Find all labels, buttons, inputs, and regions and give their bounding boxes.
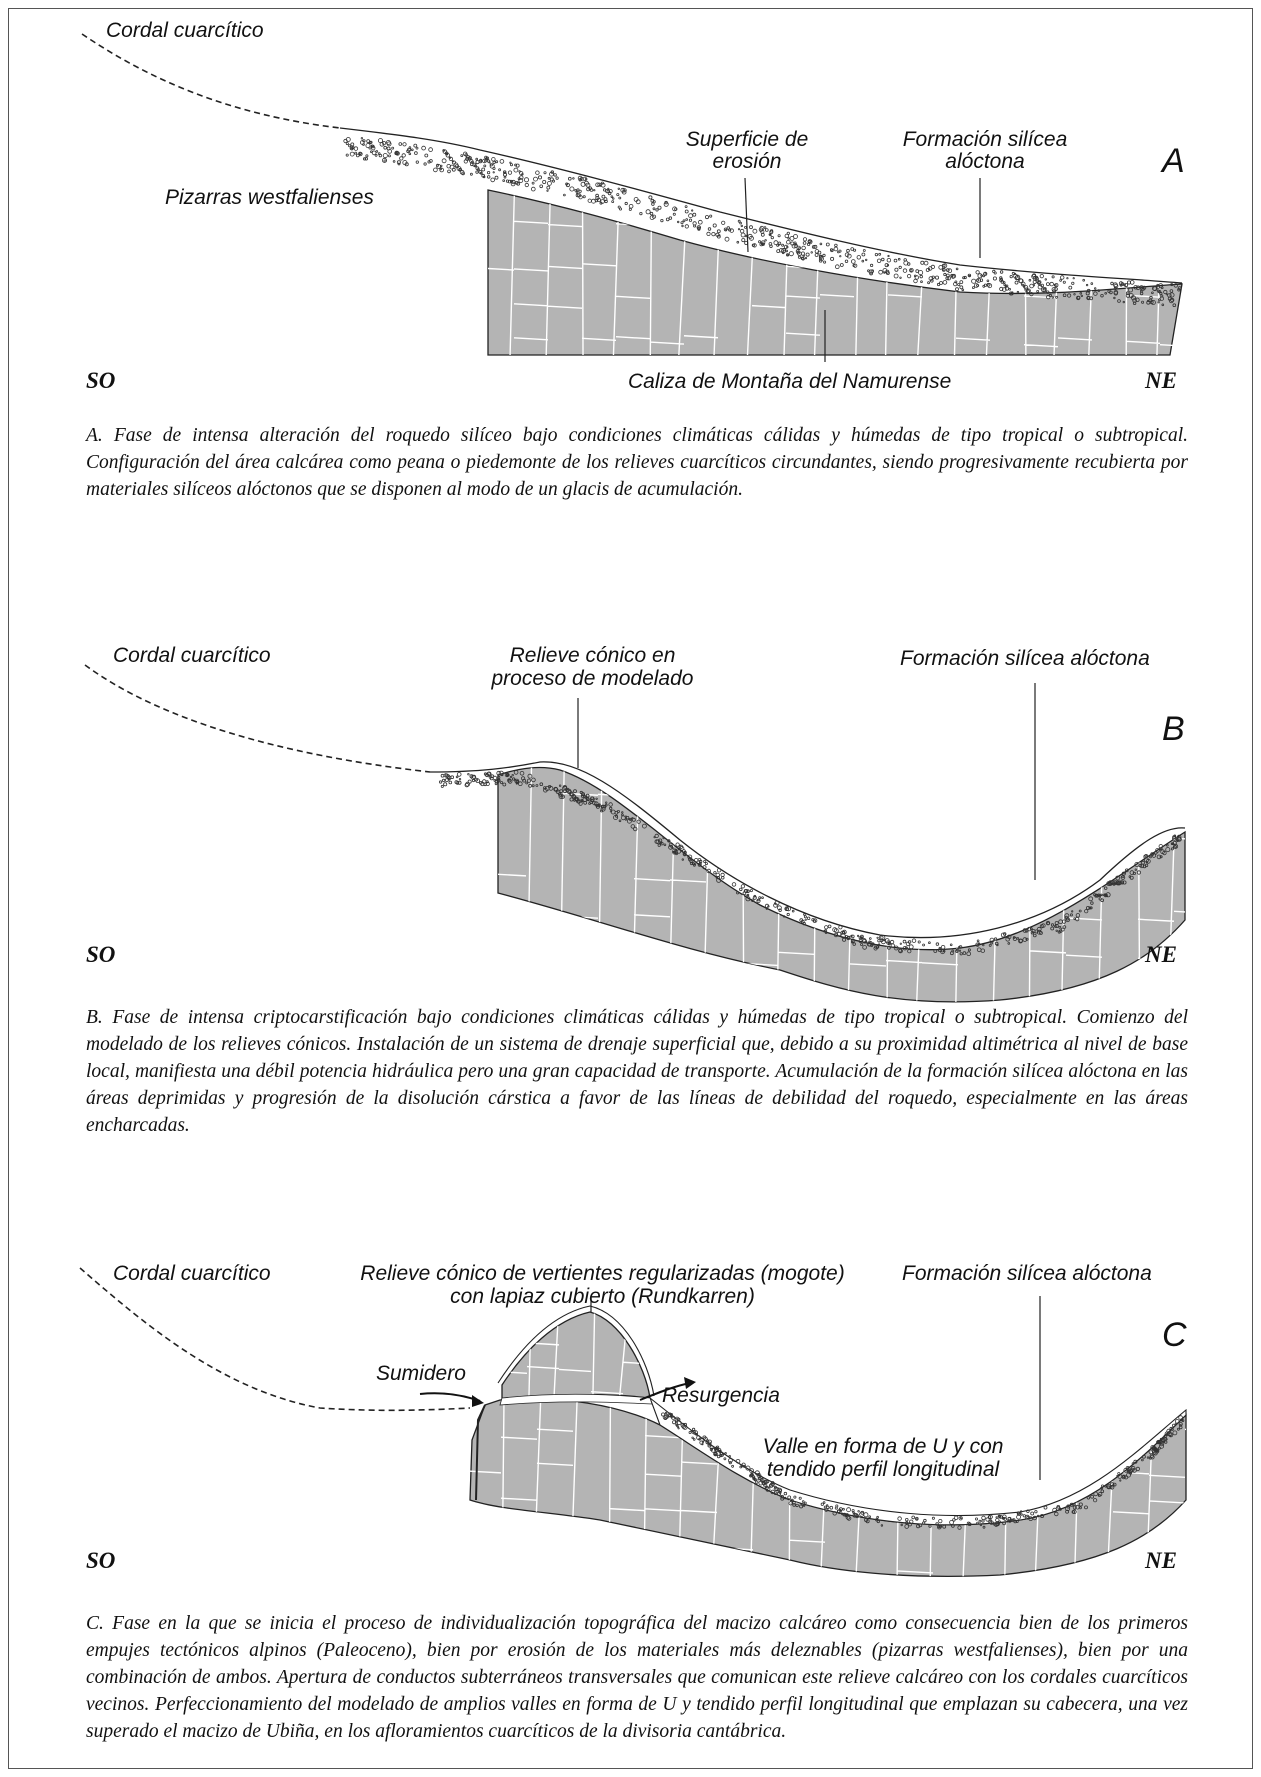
panel-a-direction-ne: NE bbox=[1145, 368, 1177, 393]
panel-a-superficie-label-line1: Superficie de bbox=[685, 128, 809, 151]
panel-c-resurgencia-label: Resurgencia bbox=[662, 1384, 780, 1407]
panel-c-formacion-label: Formación silícea alóctona bbox=[902, 1262, 1152, 1285]
panel-c-sumidero-label: Sumidero bbox=[376, 1362, 466, 1385]
panel-c-direction-ne: NE bbox=[1145, 1548, 1177, 1573]
panel-a-caliza-label: Caliza de Montaña del Namurense bbox=[628, 370, 952, 393]
cordal-slope-c bbox=[79, 1267, 471, 1412]
panel-a-letter: A bbox=[1162, 142, 1185, 180]
panel-b-formacion-label: Formación silícea alóctona bbox=[900, 647, 1150, 670]
panel-b-cordal-label: Cordal cuarcítico bbox=[113, 644, 271, 667]
cordal-slope-a bbox=[81, 33, 341, 129]
panel-c-diagram bbox=[79, 1267, 1187, 1577]
panel-c-valle-label-line1: Valle en forma de U y con bbox=[762, 1435, 1004, 1458]
panel-b-letter: B bbox=[1162, 710, 1185, 748]
regolith-a bbox=[345, 128, 1182, 294]
panel-a-formacion-label-line1: Formación silícea bbox=[902, 128, 1068, 151]
panel-c-valle-label-line2: tendido perfil longitudinal bbox=[766, 1458, 1000, 1481]
panel-b-relieve-label-line1: Relieve cónico en bbox=[509, 644, 676, 667]
panel-a-superficie-label-line2: erosión bbox=[712, 150, 782, 173]
panel-c-direction-so: SO bbox=[86, 1548, 116, 1573]
limestone-b bbox=[497, 766, 1186, 1003]
panel-a-caption: A. Fase de intensa alteración del roqued… bbox=[86, 425, 1188, 500]
panel-a-formacion-label-line2: alóctona bbox=[945, 150, 1025, 173]
panel-b-relieve-label-line2: proceso de modelado bbox=[491, 667, 694, 690]
limestone-a bbox=[487, 189, 1183, 356]
mogote bbox=[501, 1311, 651, 1401]
limestone-c bbox=[469, 1398, 1187, 1577]
panel-a-diagram bbox=[81, 33, 1183, 362]
panel-b-caption: B. Fase de intensa criptocarstificación … bbox=[86, 1007, 1188, 1136]
panel-c-relieve-label-line2: con lapiaz cubierto (Rundkarren) bbox=[450, 1285, 755, 1308]
panel-a-pizarras-label: Pizarras westfalienses bbox=[165, 186, 374, 209]
panel-a-direction-so: SO bbox=[86, 368, 116, 393]
panel-b-direction-ne: NE bbox=[1145, 942, 1177, 967]
cordal-slope-b bbox=[84, 664, 431, 773]
panel-b-diagram bbox=[84, 664, 1186, 1003]
panel-c-cordal-label: Cordal cuarcítico bbox=[113, 1262, 271, 1285]
panel-c-letter: C bbox=[1162, 1316, 1187, 1354]
panel-a-cordal-label: Cordal cuarcítico bbox=[106, 19, 264, 42]
panel-b-direction-so: SO bbox=[86, 942, 116, 967]
panel-c-caption: C. Fase en la que se inicia el proceso d… bbox=[86, 1613, 1188, 1742]
panel-c-relieve-label-line1: Relieve cónico de vertientes regularizad… bbox=[360, 1262, 845, 1285]
